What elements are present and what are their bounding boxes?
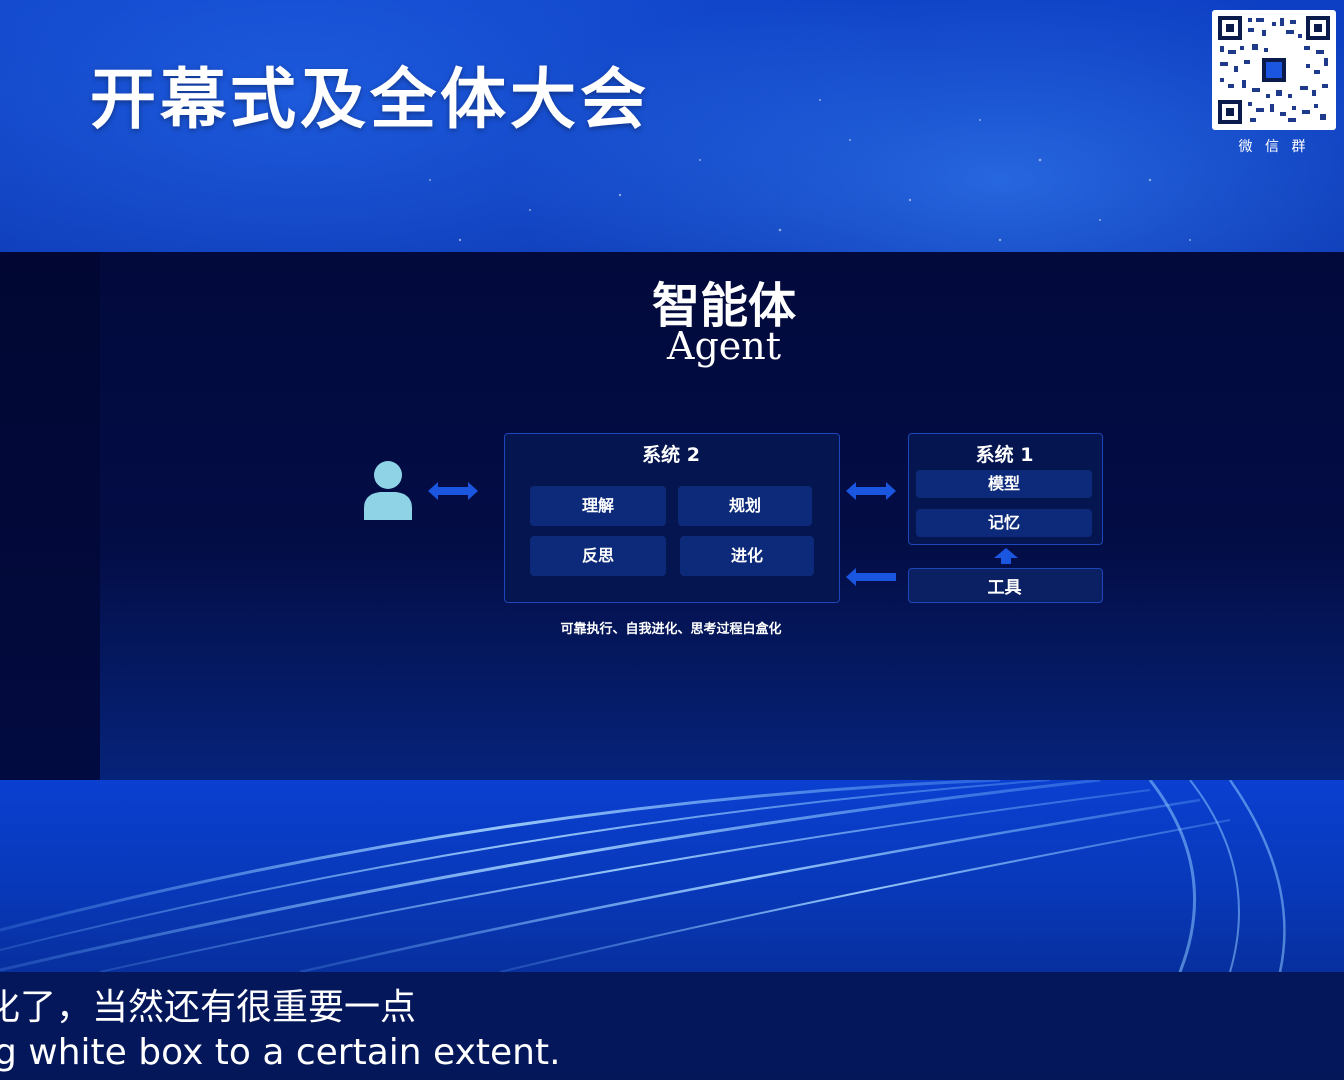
double-arrow-icon (428, 482, 478, 500)
arrow-up-icon (994, 548, 1018, 564)
arrow-left-icon (846, 568, 896, 586)
tools-box (908, 568, 1103, 603)
slide-left-strip (0, 252, 100, 780)
qr-code-icon (1212, 10, 1336, 130)
system2-item-plan: 规划 (678, 486, 812, 526)
event-title: 开幕式及全体大会 (90, 61, 650, 138)
user-icon (364, 461, 412, 520)
slide-title: 智能体 (651, 278, 796, 334)
system2-label: 系统 2 (642, 444, 700, 466)
qr-caption: 微 信 群 (1238, 139, 1310, 155)
slide-subtitle: Agent (667, 324, 781, 368)
system2-item-understand: 理解 (530, 486, 666, 526)
subtitle-bar: 化了，当然还有很重要一点 g white box to a certain ex… (0, 972, 1344, 1080)
system2-item-evolve: 进化 (680, 536, 814, 576)
subtitle-zh: 化了，当然还有很重要一点 (0, 987, 417, 1028)
system1-item-model: 模型 (916, 470, 1092, 498)
presentation-slide: 智能体 Agent 系统 2 理解 规划 反思 进化 系统 1 模型 记忆 (0, 252, 1344, 780)
double-arrow-icon (846, 482, 896, 500)
diagram-footnote: 可靠执行、自我进化、思考过程白盒化 (560, 622, 782, 637)
system1-label: 系统 1 (975, 444, 1034, 466)
system1-item-memory: 记忆 (916, 509, 1092, 537)
decorative-light-streaks (0, 780, 1344, 972)
system2-item-reflect: 反思 (530, 536, 666, 576)
subtitle-en: g white box to a certain extent. (0, 1032, 561, 1073)
tools-label: 工具 (987, 578, 1022, 598)
